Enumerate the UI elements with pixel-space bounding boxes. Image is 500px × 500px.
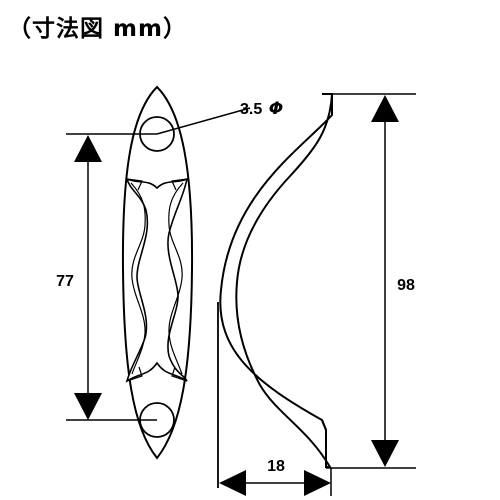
hole-spacing-bottom-arrow	[74, 393, 102, 420]
front-cutout-inner-right	[168, 182, 184, 375]
projection-depth-dimension: 18	[219, 458, 332, 496]
front-cutout-inner-left	[130, 182, 146, 375]
overall-length-bottom-arrow	[371, 440, 399, 467]
projection-depth-left-arrow	[219, 470, 246, 496]
overall-length-label: 98	[397, 277, 415, 294]
front-cutout-right-notch-bottom	[171, 366, 188, 382]
projection-depth-right-arrow	[304, 470, 331, 496]
overall-length-top-arrow	[371, 95, 399, 122]
hole-spacing-dimension: 77	[56, 133, 157, 421]
side-view	[217, 93, 333, 488]
front-cutout-left-notch-top	[126, 178, 143, 191]
front-view	[121, 85, 194, 460]
hole-spacing-label: 77	[56, 273, 74, 290]
overall-length-dimension: 98	[326, 93, 416, 469]
projection-depth-label: 18	[267, 458, 285, 475]
side-handle-profile	[219, 93, 333, 468]
hole-diameter-callout: 3.5 Φ	[156, 99, 283, 135]
hole-diameter-label: 3.5 Φ	[240, 99, 283, 119]
hole-spacing-top-arrow	[74, 135, 102, 162]
diameter-symbol: Φ	[269, 99, 283, 119]
hole-diameter-leader-line	[156, 107, 251, 135]
side-handle-bottom-base	[321, 419, 327, 467]
front-cutout-left-notch-bottom	[126, 366, 143, 382]
front-cutout-right-notch-top	[171, 178, 188, 191]
hole-diameter-value: 3.5	[240, 101, 262, 118]
page-title: （寸法図 mm）	[8, 16, 187, 42]
